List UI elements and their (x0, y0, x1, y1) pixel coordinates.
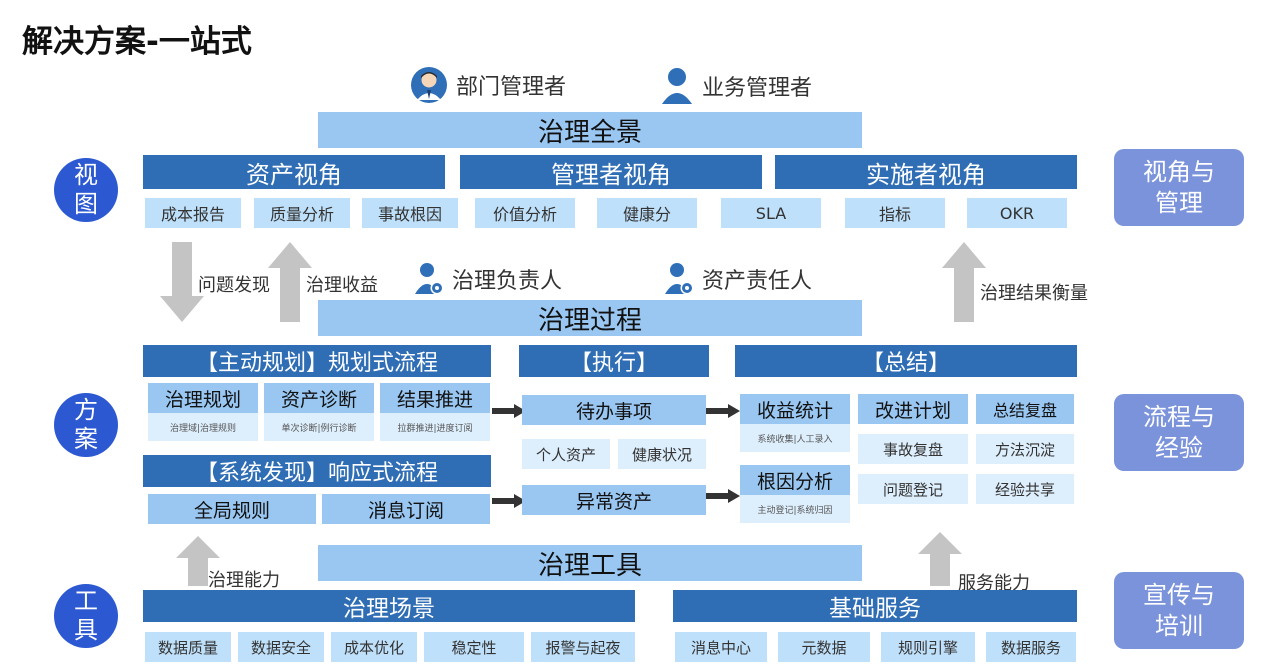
label-problem-discovery: 问题发现 (198, 275, 270, 296)
header-execute: 【执行】 (519, 345, 709, 377)
arrow-up-capability (176, 536, 220, 586)
header-base-service: 基础服务 (673, 590, 1077, 622)
base-item-message-center: 消息中心 (675, 632, 767, 662)
page-title: 解决方案-一站式 (22, 24, 252, 60)
base-item-metadata: 元数据 (778, 632, 870, 662)
step-result-push: 结果推进 拉群推进|进度订阅 (380, 383, 490, 441)
banner-governance-panorama: 治理全景 (318, 112, 862, 148)
arrow-up-result (942, 242, 986, 322)
step-incident-review: 事故复盘 (858, 434, 968, 464)
view-item-okr: OKR (967, 198, 1067, 228)
role-biz-manager-label: 业务管理者 (702, 76, 813, 101)
header-governance-scene: 治理场景 (143, 590, 635, 622)
label-result-measure: 治理结果衡量 (980, 283, 1088, 304)
todo-health-status: 健康状况 (618, 439, 706, 469)
scene-item-alert-night: 报警与起夜 (531, 632, 635, 662)
arrow-down-problem (160, 242, 204, 322)
scene-item-stability: 稳定性 (424, 632, 524, 662)
role-biz-manager: 业务管理者 (660, 66, 812, 106)
arrow-right-icon (706, 489, 740, 503)
manager-avatar-icon (411, 67, 447, 103)
side-process-experience: 流程与 经验 (1114, 394, 1244, 471)
step-sub: 治理域|治理规则 (148, 413, 258, 441)
view-item-quality-analysis: 质量分析 (254, 198, 350, 228)
arrow-up-benefit (268, 242, 312, 322)
arrow-up-service (918, 532, 962, 586)
view-item-value-analysis: 价值分析 (475, 198, 575, 228)
side-view-management: 视角与 管理 (1114, 149, 1244, 226)
step-issue-register: 问题登记 (858, 474, 968, 504)
circle-view: 视 图 (54, 158, 118, 222)
step-message-subscribe: 消息订阅 (322, 494, 490, 524)
role-asset-owner: 资产责任人 (664, 262, 812, 296)
step-asset-diagnosis: 资产诊断 单次诊断|例行诊断 (264, 383, 374, 441)
todo-personal-asset: 个人资产 (522, 439, 610, 469)
banner-governance-tools: 治理工具 (318, 545, 862, 581)
step-title: 治理规划 (164, 388, 241, 411)
role-dept-manager-label: 部门管理者 (456, 75, 567, 100)
view-item-incident-root: 事故根因 (362, 198, 458, 228)
perspective-asset: 资产视角 (143, 155, 445, 189)
step-todo: 待办事项 (522, 395, 706, 425)
role-gov-owner-label: 治理负责人 (452, 269, 563, 294)
step-title: 收益统计 (756, 399, 833, 422)
role-gov-owner: 治理负责人 (414, 262, 562, 296)
user-gear-icon (415, 263, 444, 295)
step-title: 根因分析 (756, 470, 833, 493)
circle-tool: 工 具 (54, 584, 118, 648)
header-proactive-flow: 【主动规划】规划式流程 (143, 345, 491, 377)
step-method-settle: 方法沉淀 (976, 434, 1074, 464)
label-gov-capability: 治理能力 (208, 570, 280, 591)
role-dept-manager: 部门管理者 (410, 66, 566, 104)
step-sub: 系统收集|人工录入 (740, 424, 850, 452)
arrow-right-icon (706, 404, 740, 418)
scene-item-cost-optimize: 成本优化 (331, 632, 417, 662)
base-item-rule-engine: 规则引擎 (881, 632, 975, 662)
header-summary: 【总结】 (735, 345, 1077, 377)
view-item-metrics: 指标 (845, 198, 945, 228)
perspective-implementer: 实施者视角 (775, 155, 1077, 189)
perspective-manager: 管理者视角 (460, 155, 762, 189)
scene-item-data-quality: 数据质量 (145, 632, 231, 662)
step-improve-plan: 改进计划 (858, 394, 968, 424)
step-sub: 拉群推进|进度订阅 (380, 413, 490, 441)
step-benefit-stats: 收益统计 系统收集|人工录入 (740, 394, 850, 452)
step-sub: 单次诊断|例行诊断 (264, 413, 374, 441)
header-system-flow: 【系统发现】响应式流程 (143, 455, 491, 487)
base-item-data-service: 数据服务 (986, 632, 1076, 662)
side-promo-training: 宣传与 培训 (1114, 572, 1244, 649)
step-title: 结果推进 (396, 388, 473, 411)
step-title: 资产诊断 (280, 388, 357, 411)
banner-governance-process: 治理过程 (318, 300, 862, 336)
step-abnormal-asset: 异常资产 (522, 485, 706, 515)
step-governance-plan: 治理规划 治理域|治理规则 (148, 383, 258, 441)
circle-plan: 方 案 (54, 393, 118, 457)
label-service-capability: 服务能力 (958, 573, 1030, 594)
user-gear-icon (665, 263, 694, 295)
arrow-right-icon (492, 494, 526, 508)
view-item-health-score: 健康分 (597, 198, 697, 228)
user-icon (662, 68, 692, 104)
step-global-rules: 全局规则 (148, 494, 316, 524)
step-experience-share: 经验共享 (976, 474, 1074, 504)
step-sub: 主动登记|系统归因 (740, 495, 850, 523)
step-summary-review: 总结复盘 (976, 394, 1074, 424)
role-asset-owner-label: 资产责任人 (702, 269, 813, 294)
scene-item-data-security: 数据安全 (238, 632, 324, 662)
view-item-cost-report: 成本报告 (145, 198, 241, 228)
arrow-right-icon (492, 404, 526, 418)
view-item-sla: SLA (721, 198, 821, 228)
label-governance-benefit: 治理收益 (306, 275, 378, 296)
step-root-cause: 根因分析 主动登记|系统归因 (740, 465, 850, 523)
